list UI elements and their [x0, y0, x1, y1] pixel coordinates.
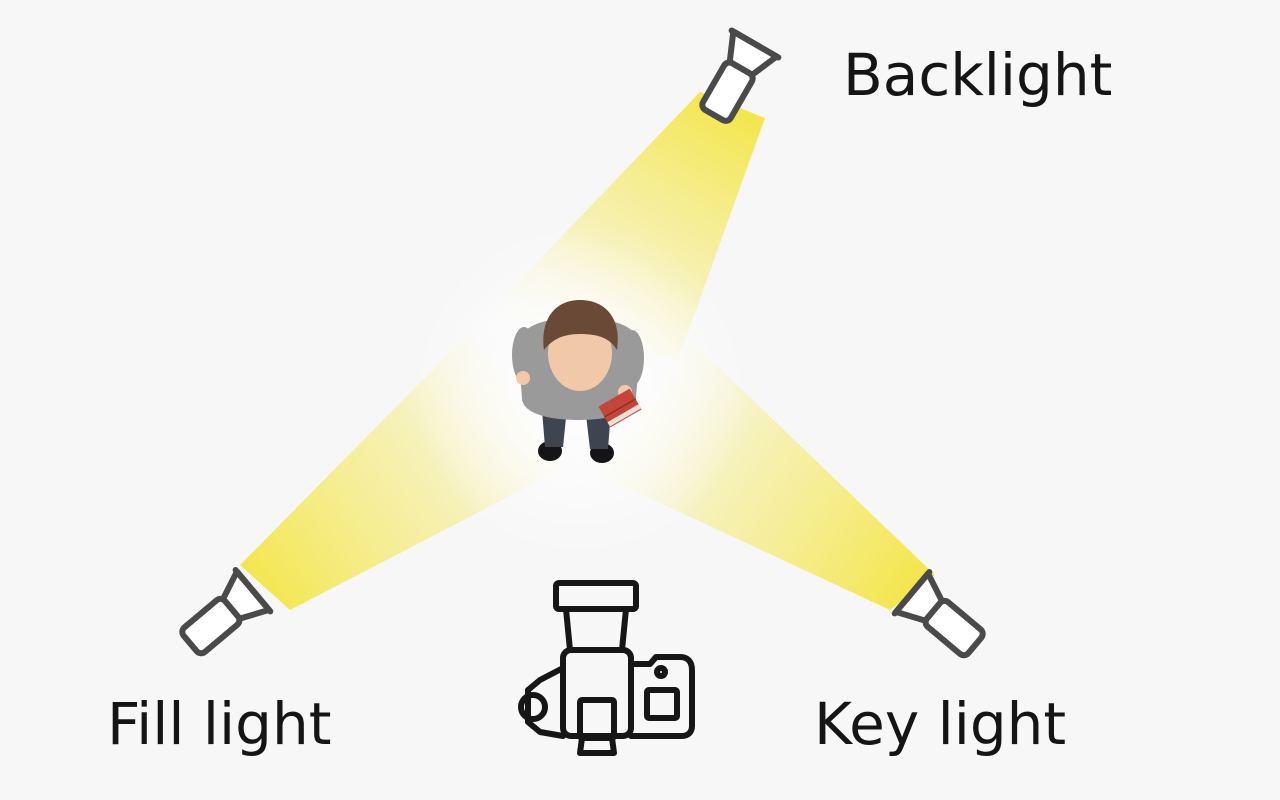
camera-bottom-mount	[577, 735, 617, 756]
camera-body	[560, 647, 634, 739]
fill-light-fixture	[179, 567, 274, 657]
camera-right-grip	[628, 654, 695, 739]
camera-lens-hood	[553, 580, 639, 612]
key-light-fixture	[891, 569, 986, 659]
book	[598, 388, 642, 428]
fill-light-label: Fill light	[107, 690, 331, 758]
person-topdown-icon	[512, 300, 644, 463]
backlight-label: Backlight	[843, 41, 1112, 109]
camera-icon	[518, 580, 695, 756]
camera-screen	[577, 697, 617, 741]
spotlight-icon	[699, 27, 782, 124]
light-beams	[240, 92, 935, 610]
camera-indicator	[654, 665, 668, 679]
key-light-label: Key light	[814, 690, 1066, 758]
left-hand	[516, 371, 530, 385]
backlight-fixture	[699, 27, 782, 124]
camera-left-grip	[525, 665, 566, 739]
camera-lens-barrel	[563, 606, 629, 653]
spotlight-icon	[179, 567, 274, 657]
spotlight-icon	[891, 569, 986, 659]
camera-viewfinder	[644, 687, 680, 721]
camera-left-dial	[518, 692, 548, 722]
head-hair	[543, 300, 618, 350]
